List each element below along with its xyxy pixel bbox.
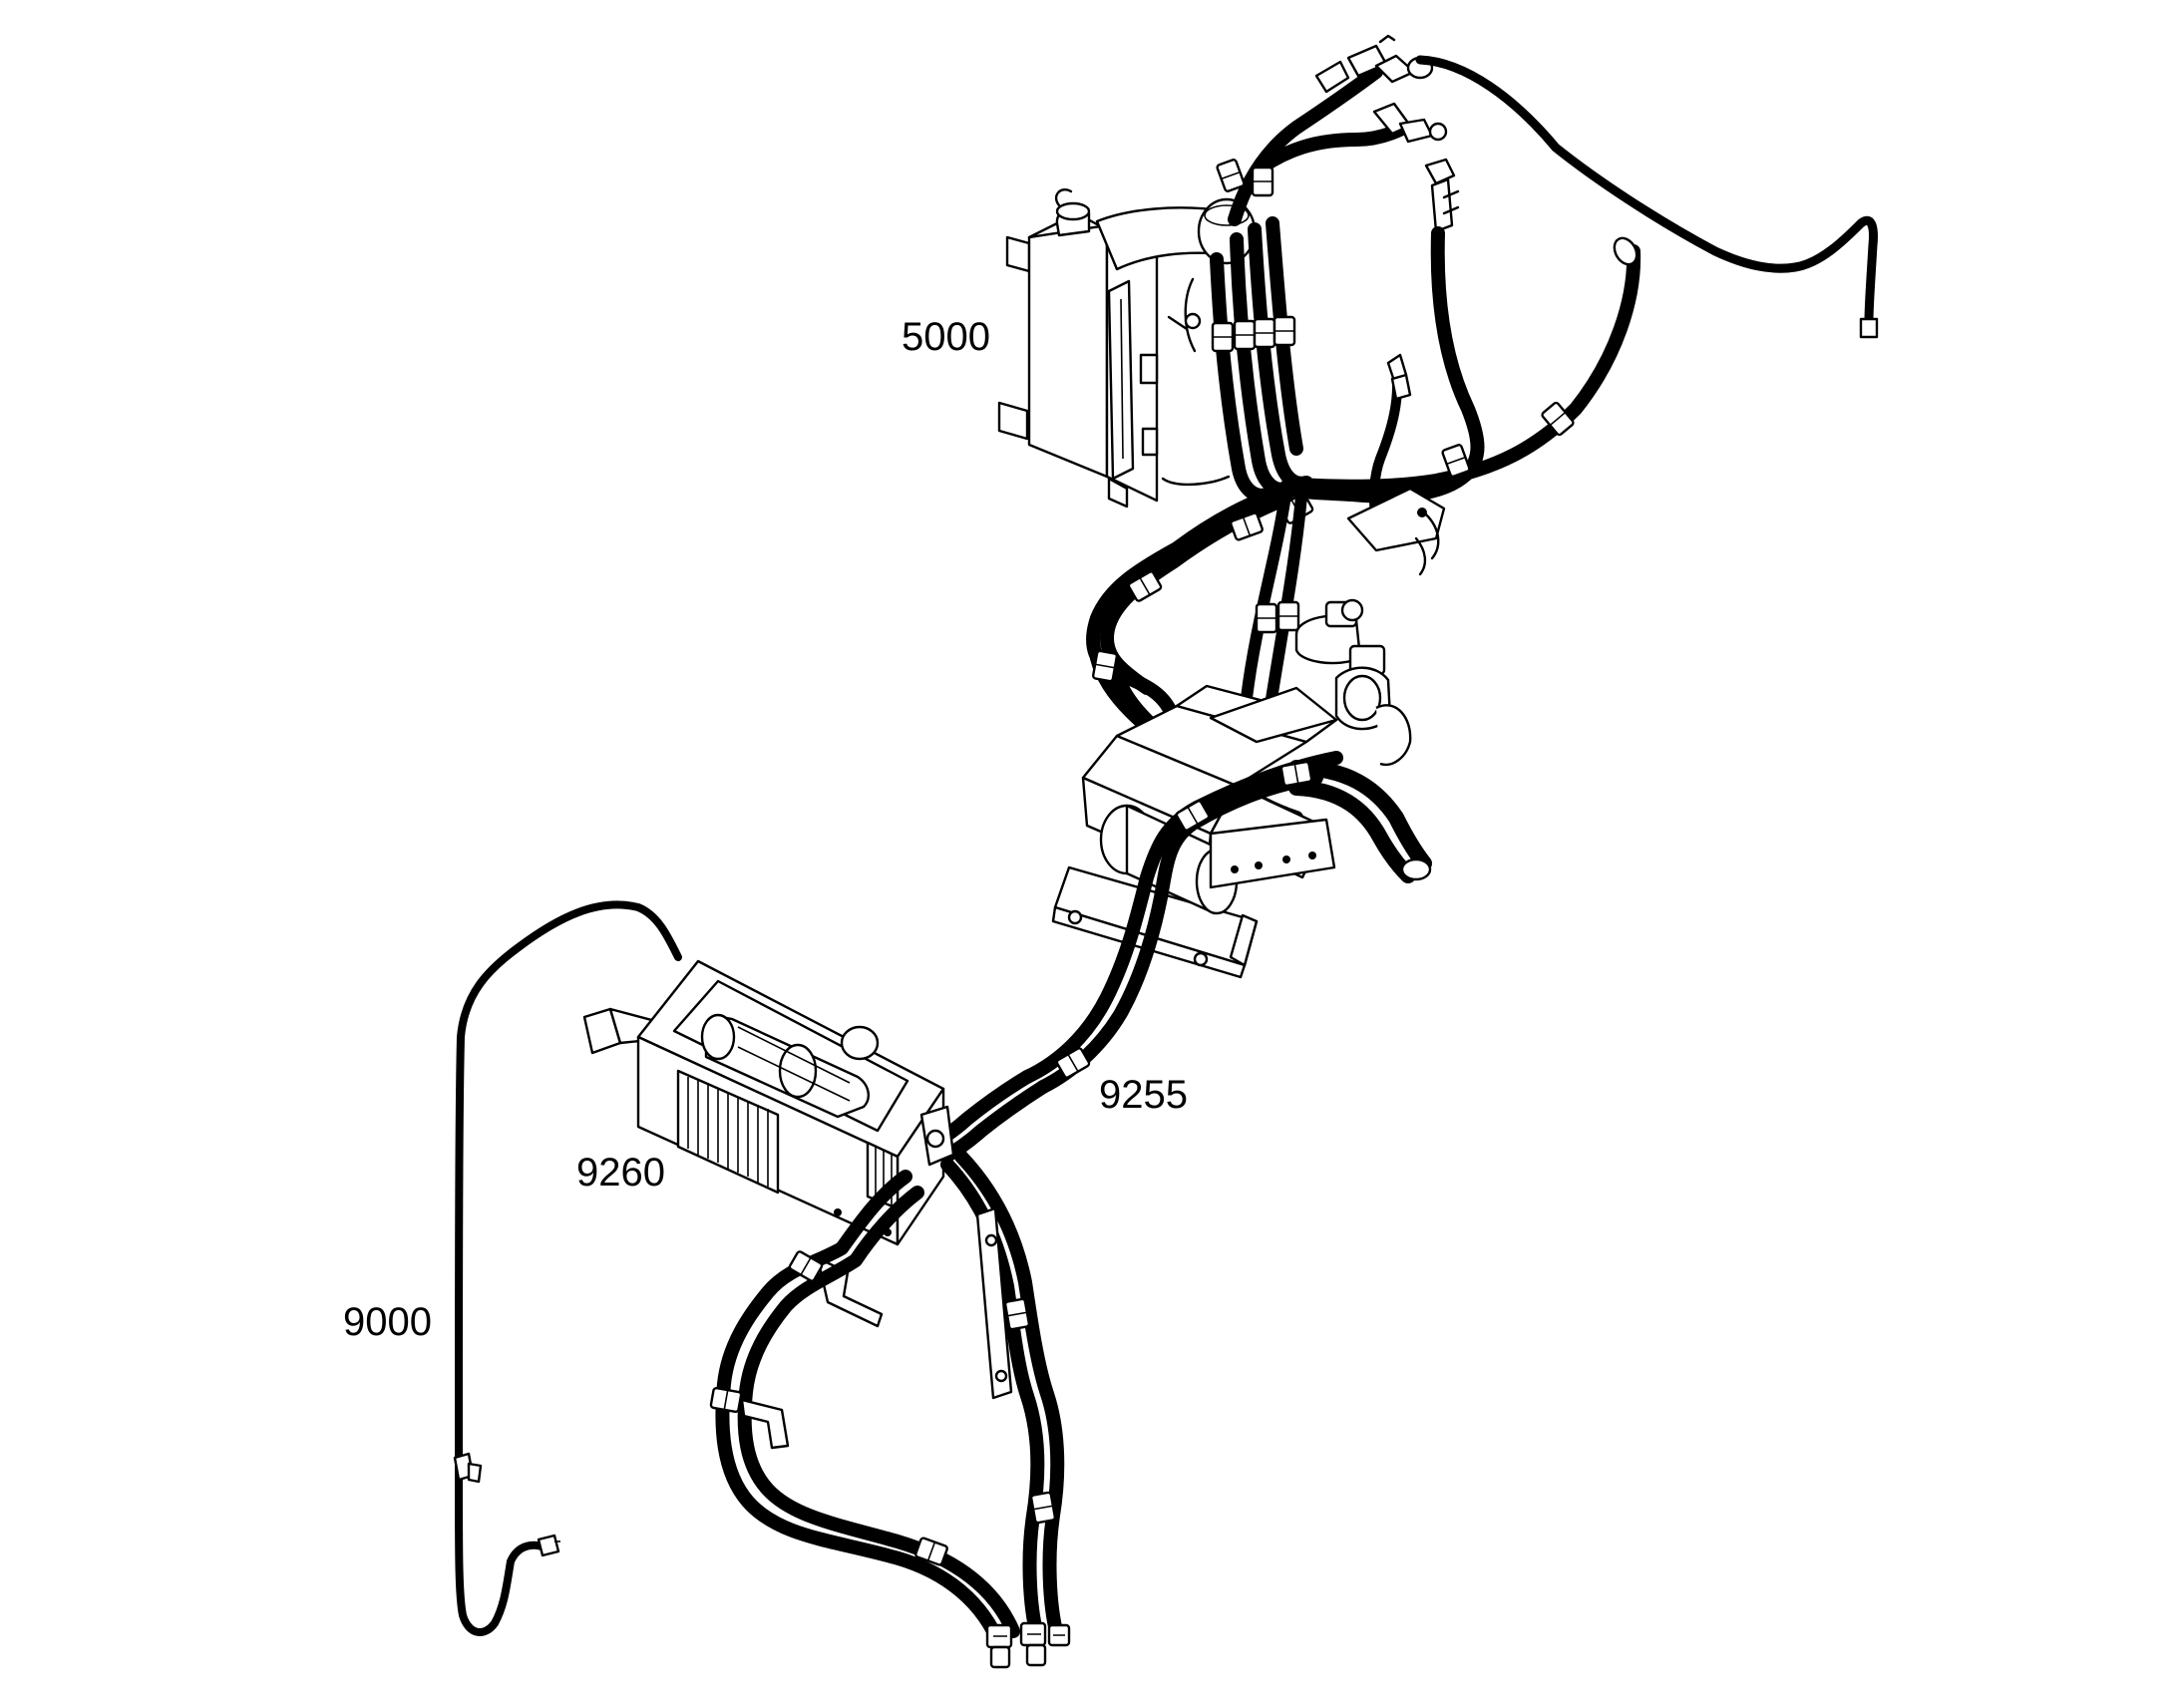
drain-line <box>453 900 682 1636</box>
callout-reservoir: 5000 <box>902 315 990 359</box>
heater-grille-left <box>676 1069 780 1195</box>
lower-end-fittings <box>985 1621 1071 1669</box>
callout-drain-line: 9000 <box>343 1300 432 1344</box>
lower-hose-bundle <box>709 1150 1071 1669</box>
upper-hose-bundle <box>1210 34 1879 523</box>
center-heater-block <box>1020 684 1432 1094</box>
callout-heater-hose: 9255 <box>1099 1073 1188 1117</box>
callout-heater-unit: 9260 <box>576 1151 665 1195</box>
coolant-reservoir <box>997 188 1257 509</box>
